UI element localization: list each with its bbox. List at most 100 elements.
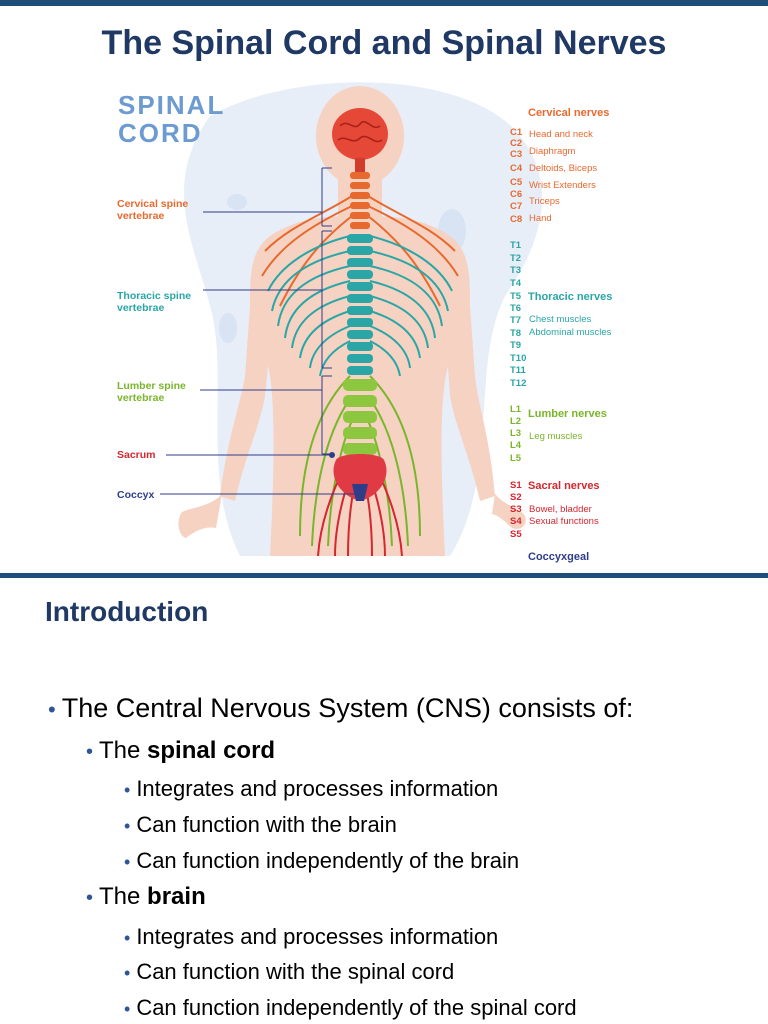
infographic-heading-line1: SPINAL xyxy=(118,90,225,120)
lumbar-vertebrae xyxy=(343,379,377,455)
nerve-function: Wrist Extenders xyxy=(529,180,596,191)
bullet-cns: •The Central Nervous System (CNS) consis… xyxy=(48,693,633,724)
cervical-codes: C1 C2 C3 C4 C5 C6 C7 C8 xyxy=(510,127,523,225)
nerve-code: T4 xyxy=(510,278,522,289)
coccyx-bone xyxy=(352,484,368,501)
bullet-text: Can function independently of the brain xyxy=(136,848,520,873)
nerve-code: S1 xyxy=(510,480,522,491)
thoracic-nerves-title: Thoracic nerves xyxy=(528,291,612,303)
nerve-code: S3 xyxy=(510,504,522,515)
infographic-heading-line2: CORD xyxy=(118,118,203,148)
sacrum-bone xyxy=(333,454,387,501)
bullet-dot: • xyxy=(86,887,94,909)
sacral-codes: S1 S2 S3 S4 S5 xyxy=(510,480,522,540)
nerve-code: C4 xyxy=(510,163,523,174)
nerve-function: Deltoids, Biceps xyxy=(529,163,597,174)
cervical-leader-line xyxy=(203,167,332,227)
sacral-functions: Bowel, bladder Sexual functions xyxy=(529,504,599,527)
coccygeal-title: Coccyxgeal xyxy=(528,551,589,563)
nerve-code: L5 xyxy=(510,453,522,464)
cervical-spine-label-2: vertebrae xyxy=(117,210,164,222)
cervical-nerve-branches xyxy=(261,195,459,307)
slide-title: The Spinal Cord and Spinal Nerves xyxy=(101,24,667,62)
sub-bullet: •Can function with the brain xyxy=(124,812,397,838)
nerve-code: T1 xyxy=(510,240,522,251)
bullet-text: Can function with the brain xyxy=(136,812,397,837)
nerve-function: Bowel, bladder xyxy=(529,504,592,515)
nerve-function: Chest muscles xyxy=(529,314,592,325)
nerve-code: T12 xyxy=(510,378,526,389)
brain-illustration xyxy=(332,108,388,172)
cervical-nerves-title: Cervical nerves xyxy=(528,107,609,119)
sub-bullet: •Can function independently of the brain xyxy=(124,848,519,874)
nerve-code: C8 xyxy=(510,214,522,225)
nerve-code: C7 xyxy=(510,201,522,212)
nerve-code: C1 xyxy=(510,127,523,138)
nerve-code: L2 xyxy=(510,416,521,427)
bullet-prefix: The xyxy=(99,737,148,764)
nerve-function: Abdominal muscles xyxy=(529,327,612,338)
sub-bullet: •Can function independently of the spina… xyxy=(124,995,577,1021)
nerve-code: L3 xyxy=(510,428,521,439)
sub-bullet: •Integrates and processes information xyxy=(124,776,498,802)
vertebral-column xyxy=(333,172,387,501)
nerve-function: Head and neck xyxy=(529,129,593,140)
nerve-code: C3 xyxy=(510,149,522,160)
bullet-text: Can function with the spinal cord xyxy=(136,959,455,984)
coccyx-label: Coccyx xyxy=(117,489,155,501)
nerve-code: C6 xyxy=(510,189,522,200)
nerve-code: T2 xyxy=(510,253,521,264)
lumbar-codes: L1 L2 L3 L4 L5 xyxy=(510,404,522,464)
bullet-text: The Central Nervous System (CNS) consist… xyxy=(61,693,634,723)
nerve-function: Triceps xyxy=(529,196,560,207)
nerve-code: T6 xyxy=(510,303,521,314)
thoracic-vertebrae xyxy=(347,234,373,375)
nerve-code: T7 xyxy=(510,315,521,326)
nerve-function: Sexual functions xyxy=(529,516,599,527)
sacrum-label: Sacrum xyxy=(117,449,156,461)
nerve-code: T8 xyxy=(510,328,521,339)
sacrum-pointer-dot xyxy=(329,452,335,458)
nerve-code: C2 xyxy=(510,138,522,149)
nerve-code: T10 xyxy=(510,353,526,364)
thoracic-spine-label-2: vertebrae xyxy=(117,302,164,314)
nerve-code: T9 xyxy=(510,340,521,351)
nerve-code: T3 xyxy=(510,265,521,276)
thoracic-codes: T1 T2 T3 T4 T5 T6 T7 T8 T9 T10 T11 T12 xyxy=(510,240,527,389)
lumbar-spine-label: Lumber spine xyxy=(117,380,186,392)
sub-bullet: •Can function with the spinal cord xyxy=(124,959,454,985)
nerve-code: T5 xyxy=(510,291,522,302)
bullet-text: Can function independently of the spinal… xyxy=(136,995,577,1020)
lumbar-nerve-branches xyxy=(299,375,421,547)
slide-spinal-cord: The Spinal Cord and Spinal Nerves xyxy=(0,0,768,578)
bullet-text: Integrates and processes information xyxy=(136,924,499,949)
thoracic-functions: Chest muscles Abdominal muscles xyxy=(529,314,612,338)
nerve-function: Leg muscles xyxy=(529,431,583,442)
bullet-spinal-cord: •The spinal cord xyxy=(86,737,275,765)
bullet-text: Integrates and processes information xyxy=(136,776,499,801)
bullet-dot: • xyxy=(124,999,131,1019)
nerve-code: C5 xyxy=(510,177,523,188)
left-labels: Cervical spine vertebrae Thoracic spine … xyxy=(117,167,356,501)
bullet-prefix: The xyxy=(99,883,148,910)
lumbar-leader-line xyxy=(200,375,332,455)
bullet-dot: • xyxy=(48,697,56,722)
bullet-dot: • xyxy=(124,963,131,983)
cervical-spine-label: Cervical spine xyxy=(117,198,188,210)
bullet-dot: • xyxy=(124,816,131,836)
bullet-dot: • xyxy=(124,780,131,800)
cervical-functions: Head and neck Diaphragm Deltoids, Biceps… xyxy=(529,129,597,224)
thoracic-spine-label: Thoracic spine xyxy=(117,290,191,302)
nerve-function: Diaphragm xyxy=(529,146,576,157)
intro-title: Introduction xyxy=(45,596,209,627)
bullet-bold-text: brain xyxy=(147,883,206,910)
nerve-code: S5 xyxy=(510,529,522,540)
nerve-code: S2 xyxy=(510,492,522,503)
lumbar-spine-label-2: vertebrae xyxy=(117,392,164,404)
nerve-code: L1 xyxy=(510,404,522,415)
nerve-code: T11 xyxy=(510,365,527,376)
spinal-cord-infographic: SPINAL CORD Cervical spine vertebrae Tho… xyxy=(117,82,612,563)
sub-bullet: •Integrates and processes information xyxy=(124,924,498,950)
lumbar-nerves-title: Lumber nerves xyxy=(528,408,607,420)
bullet-dot: • xyxy=(124,928,131,948)
